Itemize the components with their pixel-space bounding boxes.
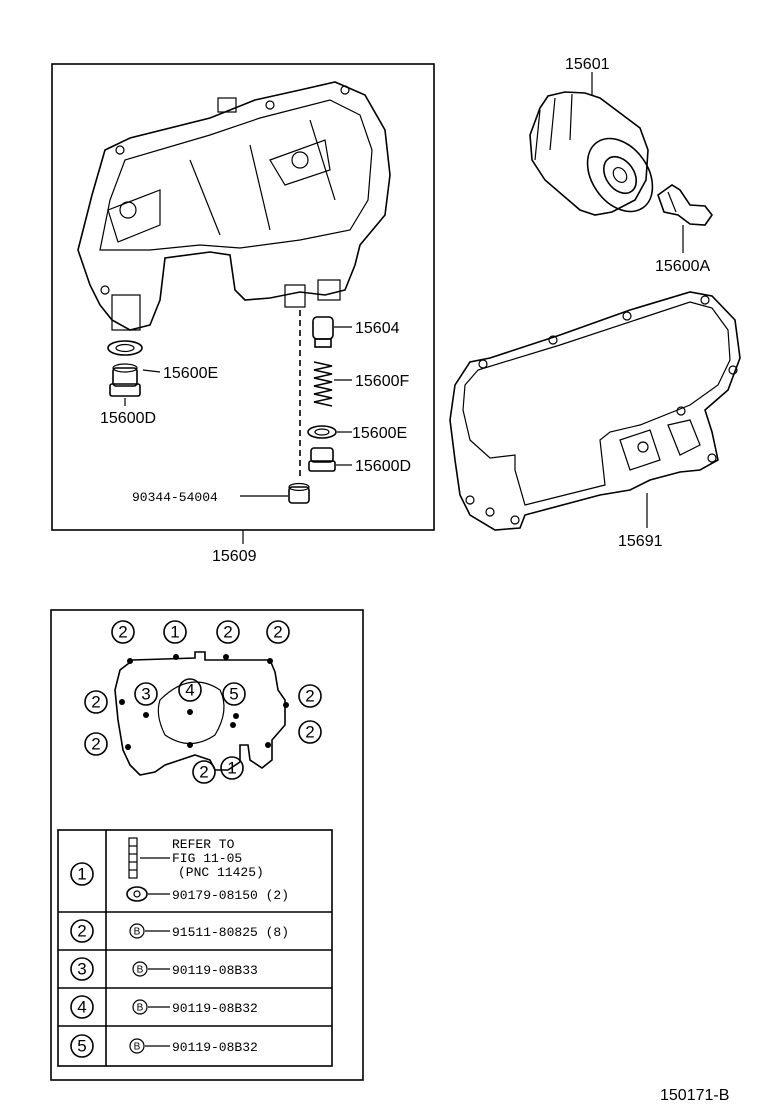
relief-spring <box>313 361 333 407</box>
svg-text:2: 2 <box>77 922 86 941</box>
callout-15604: 15604 <box>355 320 400 337</box>
callout-15691: 15691 <box>618 533 663 550</box>
callout-15600D-left: 15600D <box>100 410 156 427</box>
bolt-b-icon: B <box>134 927 141 938</box>
bolt-b-icon: B <box>137 965 144 976</box>
bolt-marker: 2 <box>192 760 216 784</box>
bolt-b-icon: B <box>137 1003 144 1014</box>
flange-bolt-icon <box>126 886 148 902</box>
plug-left <box>109 363 141 397</box>
bolt-marker: 2 <box>298 720 322 744</box>
bolt-marker: 2 <box>111 620 135 644</box>
callout-15601: 15601 <box>565 56 610 73</box>
bolt-b-icon: B <box>134 1042 141 1053</box>
bolt-markers: 2 1 2 2 2 3 4 5 2 2 2 2 1 <box>84 620 322 784</box>
filter-union <box>657 184 713 226</box>
callout-15609: 15609 <box>212 548 257 565</box>
relief-valve <box>312 316 334 348</box>
svg-text:REFER TO: REFER TO <box>172 837 235 852</box>
retainer-plug <box>288 482 310 504</box>
figure-id: 150171-B <box>660 1087 729 1104</box>
callout-15600F: 15600F <box>355 373 409 390</box>
svg-text:90119-08B32: 90119-08B32 <box>172 1040 258 1055</box>
svg-text:4: 4 <box>185 681 194 700</box>
svg-text:1: 1 <box>227 759 236 778</box>
table-row: 5 B 90119-08B32 <box>70 1034 258 1058</box>
svg-text:1: 1 <box>170 623 179 642</box>
svg-text:2: 2 <box>305 723 314 742</box>
svg-text:90119-08B32: 90119-08B32 <box>172 1001 258 1016</box>
svg-text:2: 2 <box>91 693 100 712</box>
table-row: 4 B 90119-08B32 <box>70 995 258 1019</box>
bolt-marker: 2 <box>266 620 290 644</box>
table-row: 1 REFER TO FIG 11-05 (PNC 11425) 90179-0… <box>70 837 289 903</box>
svg-text:2: 2 <box>199 763 208 782</box>
oil-filter <box>529 91 654 216</box>
bolt-marker: 3 <box>134 682 158 706</box>
svg-text:FIG 11-05: FIG 11-05 <box>172 851 242 866</box>
bolt-marker: 1 <box>220 756 244 780</box>
callout-90344-54004: 90344-54004 <box>132 490 218 505</box>
oil-filter-housing <box>77 81 391 331</box>
bolt-marker: 2 <box>298 684 322 708</box>
bolt-layout-outline <box>114 651 289 776</box>
svg-text:5: 5 <box>229 685 238 704</box>
svg-text:90179-08150 (2): 90179-08150 (2) <box>172 888 289 903</box>
bolt-table: 1 REFER TO FIG 11-05 (PNC 11425) 90179-0… <box>57 829 333 1067</box>
table-row: 3 B 90119-08B33 <box>70 957 258 981</box>
bolt-marker: 2 <box>84 732 108 756</box>
gasket-left <box>107 340 143 356</box>
bolt-marker: 2 <box>216 620 240 644</box>
svg-text:2: 2 <box>223 623 232 642</box>
svg-text:(PNC 11425): (PNC 11425) <box>178 865 264 880</box>
svg-text:90119-08B33: 90119-08B33 <box>172 963 258 978</box>
svg-text:91511-80825 (8): 91511-80825 (8) <box>172 925 289 940</box>
bolt-marker: 5 <box>222 682 246 706</box>
svg-text:2: 2 <box>305 687 314 706</box>
bolt-marker: 2 <box>84 690 108 714</box>
svg-text:2: 2 <box>118 623 127 642</box>
svg-text:2: 2 <box>91 735 100 754</box>
bolt-marker: 4 <box>178 678 202 702</box>
bolt-marker: 1 <box>163 620 187 644</box>
svg-text:3: 3 <box>141 685 150 704</box>
svg-text:3: 3 <box>77 960 86 979</box>
svg-text:4: 4 <box>77 998 86 1017</box>
stud-bolt-icon <box>128 837 138 879</box>
bolt-chart-frame <box>50 609 364 1081</box>
svg-text:2: 2 <box>273 623 282 642</box>
callout-15600A: 15600A <box>655 258 710 275</box>
callout-15600E-left: 15600E <box>163 365 218 382</box>
plug-right <box>308 447 336 472</box>
gasket-right <box>307 425 337 439</box>
callout-15600D-right: 15600D <box>355 458 411 475</box>
svg-text:1: 1 <box>77 865 86 884</box>
housing-gasket <box>449 291 741 531</box>
callout-15600E-right: 15600E <box>352 425 407 442</box>
svg-text:5: 5 <box>77 1037 86 1056</box>
table-row: 2 B 91511-80825 (8) <box>70 919 289 943</box>
